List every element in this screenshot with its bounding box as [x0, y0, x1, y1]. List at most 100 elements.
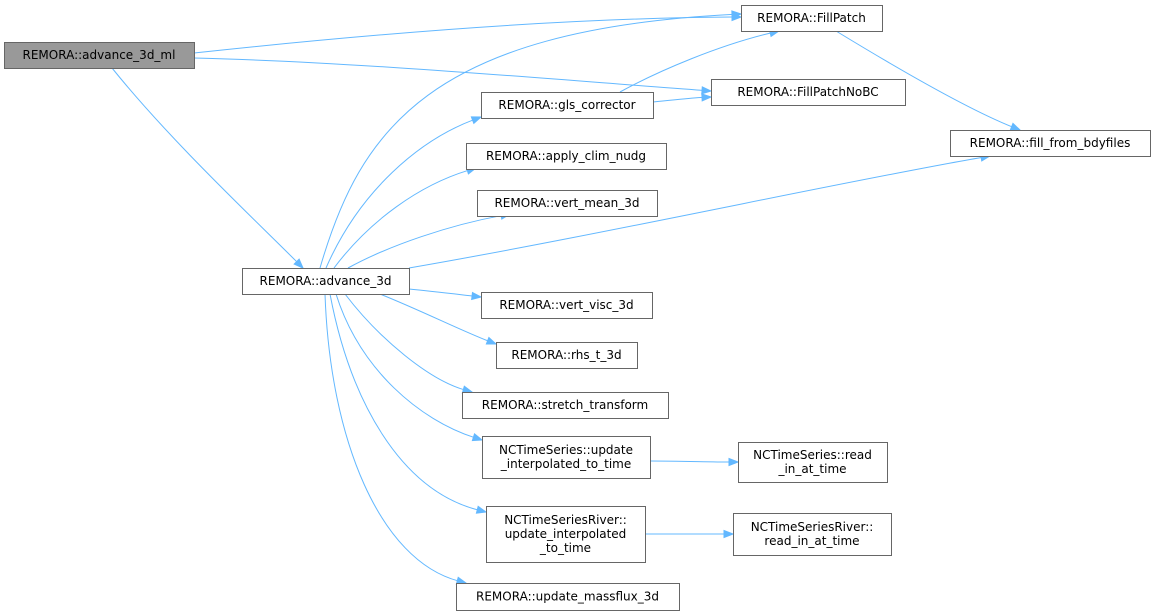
arrow-head-icon	[461, 385, 474, 394]
edge-line	[193, 57, 704, 91]
edge-line	[319, 13, 734, 269]
edge-advance_3d-to-vert_mean_3d	[347, 211, 512, 269]
node-box	[481, 92, 654, 119]
edge-line	[329, 293, 479, 511]
arrow-head-icon	[485, 336, 498, 345]
edge-line	[325, 119, 474, 269]
node-label: _interpolated_to_time	[500, 457, 631, 471]
edge-line	[408, 288, 474, 297]
node-box	[711, 79, 906, 106]
edge-advance_3d-to-ncts_update	[335, 293, 484, 442]
node-label: REMORA::rhs_t_3d	[511, 348, 621, 362]
edge-gls_corrector-to-FillPatchNoBC	[652, 93, 713, 103]
edge-advance_3d_ml-to-FillPatch	[193, 12, 743, 54]
node-advance-3d[interactable]: REMORA::advance_3d	[242, 268, 410, 295]
edge-line	[344, 293, 465, 391]
edge-nctsr_update-to-nctsr_read	[644, 529, 735, 539]
node-box	[462, 392, 669, 419]
node-label: REMORA::update_massflux_3d	[476, 590, 659, 604]
edges-layer	[111, 10, 1022, 585]
nodes-layer: REMORA::advance_3d_ml REMORA::FillPatchRE…	[4, 5, 1151, 611]
edge-line	[379, 293, 489, 342]
node-label: REMORA::fill_from_bdyfiles	[970, 136, 1131, 150]
node-fill-from-bdyfiles[interactable]: REMORA::fill_from_bdyfiles	[950, 130, 1151, 157]
edge-line	[652, 96, 704, 103]
node-box	[496, 342, 638, 369]
node-label: REMORA::advance_3d_ml	[23, 48, 176, 62]
node-ncts-update[interactable]: NCTimeSeries::update_interpolated_to_tim…	[482, 436, 651, 479]
node-apply-clim-nudg[interactable]: REMORA::apply_clim_nudg	[466, 143, 667, 170]
edge-advance_3d-to-nctsr_update	[329, 293, 488, 514]
node-nctsr-update[interactable]: NCTimeSeriesRiver::update_interpolated_t…	[486, 506, 646, 563]
node-FillPatch[interactable]: REMORA::FillPatch	[741, 5, 883, 32]
arrow-head-icon	[471, 291, 483, 301]
arrow-head-icon	[728, 457, 740, 467]
node-label: NCTimeSeries::read	[753, 448, 872, 462]
edge-line	[408, 156, 983, 269]
node-label: REMORA::gls_corrector	[498, 98, 635, 112]
edge-advance_3d-to-stretch_transform	[344, 293, 474, 394]
edge-advance_3d-to-FillPatch	[319, 10, 743, 269]
node-box	[950, 130, 1151, 157]
node-label: update_interpolated	[505, 527, 627, 541]
node-box	[738, 442, 888, 483]
node-label: read_in_at_time	[764, 534, 859, 548]
node-label: NCTimeSeries::update	[499, 443, 633, 457]
arrow-head-icon	[701, 93, 713, 102]
node-label: REMORA::FillPatch	[757, 11, 866, 25]
edge-advance_3d_ml-to-FillPatchNoBC	[193, 57, 713, 95]
node-ncts-read[interactable]: NCTimeSeries::read_in_at_time	[738, 442, 888, 483]
edge-advance_3d-to-apply_clim_nudg	[333, 166, 478, 269]
node-label: REMORA::vert_mean_3d	[494, 196, 639, 210]
edge-FillPatch-to-fill_from_bdyfiles	[835, 30, 1022, 131]
edge-line	[649, 460, 731, 463]
arrow-head-icon	[1009, 122, 1022, 131]
node-FillPatchNoBC[interactable]: REMORA::FillPatchNoBC	[711, 79, 906, 106]
edge-line	[111, 67, 298, 263]
edge-advance_3d-to-vert_visc_3d	[408, 288, 483, 301]
edge-line	[193, 16, 734, 54]
edge-ncts_update-to-ncts_read	[649, 457, 740, 467]
node-box	[466, 143, 667, 170]
edge-line	[347, 214, 503, 269]
node-box	[481, 292, 653, 319]
node-label: REMORA::FillPatchNoBC	[737, 85, 878, 99]
edge-advance_3d_ml-to-advance_3d	[111, 67, 304, 269]
node-box	[456, 583, 680, 611]
node-gls-corrector[interactable]: REMORA::gls_corrector	[481, 92, 654, 119]
edge-line	[335, 293, 475, 439]
edge-advance_3d-to-update_massflux_3d	[324, 293, 468, 585]
node-label: REMORA::advance_3d	[260, 274, 392, 288]
edge-advance_3d-to-rhs_t_3d	[379, 293, 498, 345]
arrow-head-icon	[475, 505, 488, 514]
node-stretch-transform[interactable]: REMORA::stretch_transform	[462, 392, 669, 419]
edge-line	[619, 32, 772, 93]
node-rhs-t-3d[interactable]: REMORA::rhs_t_3d	[496, 342, 638, 369]
node-box	[482, 436, 651, 479]
node-update-massflux-3d[interactable]: REMORA::update_massflux_3d	[456, 583, 680, 611]
arrow-head-icon	[701, 86, 713, 95]
node-label: REMORA::apply_clim_nudg	[486, 149, 646, 163]
arrow-head-icon	[471, 433, 484, 442]
node-nctsr-read[interactable]: NCTimeSeriesRiver::read_in_at_time	[733, 513, 892, 556]
arrow-head-icon	[723, 529, 735, 539]
node-vert-mean-3d[interactable]: REMORA::vert_mean_3d	[477, 190, 658, 217]
node-label: REMORA::vert_visc_3d	[499, 298, 633, 312]
node-box	[242, 268, 410, 295]
node-box	[741, 5, 883, 32]
arrow-head-icon	[293, 258, 304, 269]
node-vert-visc-3d[interactable]: REMORA::vert_visc_3d	[481, 292, 653, 319]
node-advance-3d-ml[interactable]: REMORA::advance_3d_ml	[4, 42, 195, 69]
node-box	[486, 506, 646, 563]
node-box	[477, 190, 658, 217]
edge-line	[333, 169, 469, 269]
node-label: REMORA::stretch_transform	[482, 398, 648, 412]
edge-advance_3d-to-gls_corrector	[325, 116, 483, 269]
node-label: NCTimeSeriesRiver::	[504, 513, 627, 527]
node-box	[733, 513, 892, 556]
edge-line	[324, 293, 459, 582]
node-label: _in_at_time	[777, 462, 846, 476]
arrow-head-icon	[731, 10, 743, 19]
edge-line	[835, 30, 1013, 128]
